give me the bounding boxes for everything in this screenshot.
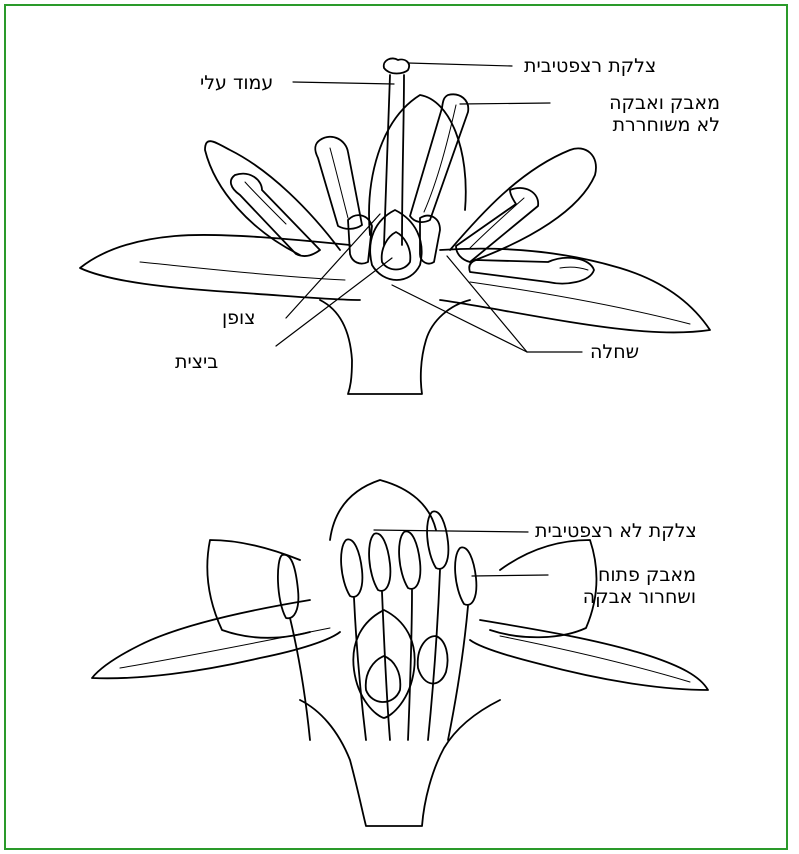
bottom-petal-back-left [207, 540, 310, 638]
leader-open-anther [472, 575, 548, 576]
leader-receptive-stigma [408, 63, 512, 66]
bottom-stamen-1 [341, 539, 366, 740]
leader-style [293, 82, 394, 84]
top-petal-back-center [369, 95, 466, 235]
label-receptive-stigma: צלקת רצפטיבית [524, 55, 656, 77]
label-style: עמוד עלי [200, 72, 273, 94]
top-petal-back-left [205, 141, 340, 255]
bottom-receptacle [300, 700, 500, 826]
top-receptacle [320, 300, 470, 394]
top-style [384, 75, 404, 245]
top-petal-back-right [450, 148, 596, 262]
leader-anther-not-releasing [460, 103, 550, 104]
bottom-ovule [366, 656, 401, 702]
top-stamen-back-right [410, 94, 468, 222]
top-petal-right [440, 249, 710, 333]
top-ovule [382, 232, 411, 270]
bottom-pollen-sac-right [418, 636, 448, 684]
bottom-stamen-4 [427, 511, 448, 740]
label-nectary: צופן [222, 307, 256, 329]
leader-ovule [276, 258, 392, 346]
label-open-anther: מאבק פתוח ושחרור אבקה [556, 564, 696, 608]
top-petal-left [80, 235, 360, 300]
label-anther-not-releasing: מאבק ואבקה לא משוחררת [560, 92, 720, 136]
top-stamen-far-right [469, 258, 594, 284]
label-ovule: ביצית [175, 351, 218, 373]
label-non-receptive-stigma: צלקת לא רצפטיבית [535, 520, 697, 542]
leader-non-receptive-stigma [374, 530, 528, 532]
leader-ovary-1 [392, 285, 527, 352]
top-stigma [384, 58, 409, 73]
label-ovary: שחלה [590, 341, 639, 363]
